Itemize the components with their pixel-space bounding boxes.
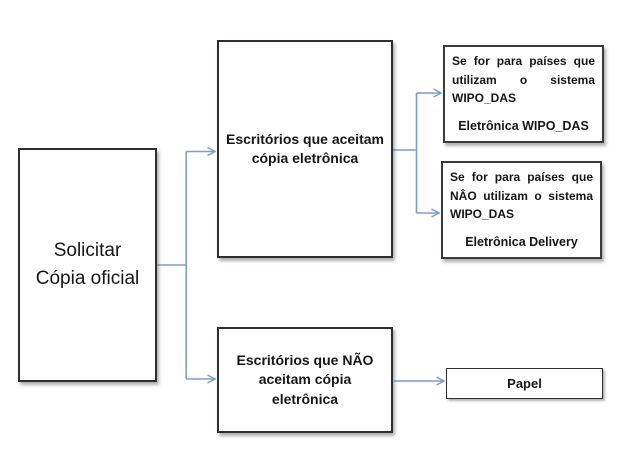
node-wipo-das: Se for para países que utilizam o sistem… xyxy=(443,45,604,143)
node-label: Papel xyxy=(507,376,542,391)
result-label: Eletrônica WIPO_DAS xyxy=(458,119,589,133)
node-label: Escritórios que aceitam cópia eletrônica xyxy=(226,130,384,166)
node-label: Escritórios que NÃO aceitam cópia eletrô… xyxy=(236,352,374,407)
node-solicitar-copia-oficial: Solicitar Cópia oficial xyxy=(18,148,157,382)
node-no-wipo-das: Se for para países que NÂO utilizam o si… xyxy=(441,161,602,259)
node-escritorios-aceitam: Escritórios que aceitam cópia eletrônica xyxy=(217,40,393,258)
condition-text: Se for para países que utilizam o sistem… xyxy=(452,54,595,106)
node-escritorios-nao-aceitam: Escritórios que NÃO aceitam cópia eletrô… xyxy=(217,327,393,433)
condition-text: Se for para países que NÂO utilizam o si… xyxy=(450,170,593,222)
result-label: Eletrônica Delivery xyxy=(465,235,578,249)
node-papel: Papel xyxy=(446,368,603,399)
node-label: Solicitar Cópia oficial xyxy=(35,239,140,290)
